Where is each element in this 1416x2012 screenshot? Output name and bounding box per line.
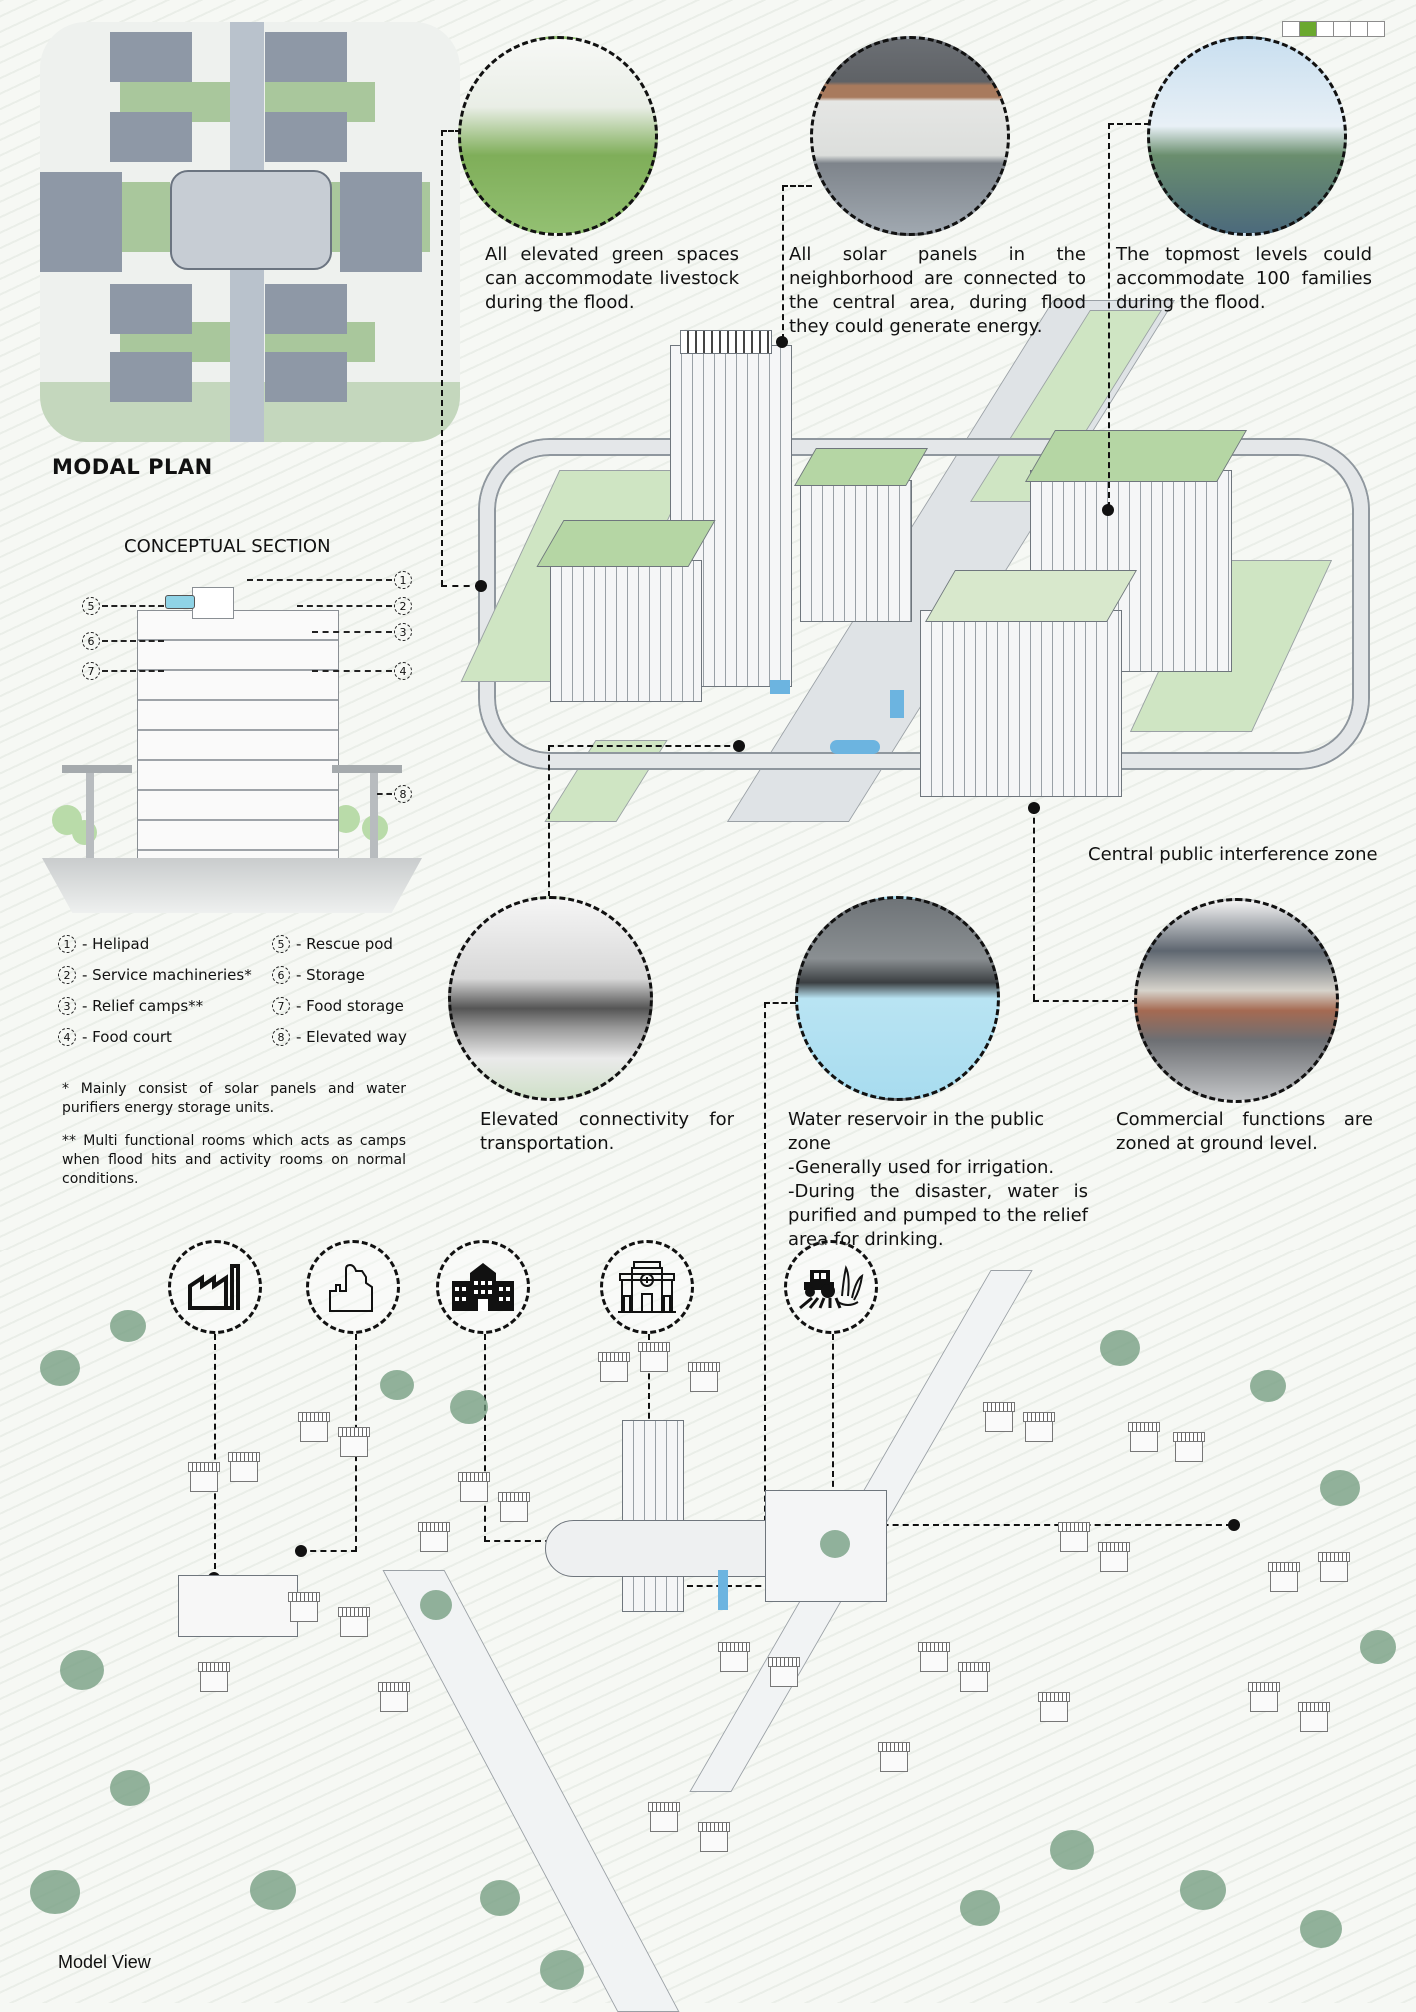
legend-num: 1 [58, 935, 76, 953]
plan-central-core [170, 170, 332, 270]
legend-num: 8 [272, 1028, 290, 1046]
legend-label: - Food storage [296, 997, 404, 1015]
caption-commercial: Commercial functions are zoned at ground… [1116, 1109, 1373, 1154]
section-ground [42, 858, 422, 913]
caption-topmost-levels: The topmost levels could accommodate 100… [1116, 244, 1372, 313]
reservoir-line-3: -During the disaster, water is purified … [788, 1181, 1088, 1250]
caption-elevated-connectivity: Elevated connectivity for transportation… [480, 1109, 734, 1154]
legend-num: 2 [58, 966, 76, 984]
note-asterisk: * Mainly consist of solar panels and wat… [62, 1081, 406, 1116]
refinery-icon [329, 1263, 373, 1312]
hospital-icon [618, 1261, 676, 1313]
callout-8: 8 [394, 785, 412, 803]
page-box-3[interactable] [1316, 21, 1334, 37]
caption-water-reservoir: Water reservoir in the public zone -Gene… [788, 1108, 1088, 1252]
school-icon-circle [436, 1240, 530, 1334]
legend-num: 6 [272, 966, 290, 984]
reservoir-line-2: -Generally used for irrigation. [788, 1157, 1055, 1178]
legend-num: 5 [272, 935, 290, 953]
page-indicator [1282, 21, 1385, 37]
page-box-5[interactable] [1350, 21, 1368, 37]
callout-2: 2 [394, 597, 412, 615]
page-box-2-active[interactable] [1299, 21, 1317, 37]
callout-5: 5 [82, 597, 100, 615]
reservoir-line-1: Water reservoir in the public zone [788, 1109, 1045, 1154]
modal-plan-drawing [40, 22, 460, 442]
water-channel [770, 680, 790, 694]
neighborhood-model [0, 1270, 1416, 2012]
legend-label: - Storage [296, 966, 365, 984]
factory-icon [188, 1264, 240, 1310]
central-zone-label: Central public interference zone [1088, 844, 1378, 865]
legend-label: - Food court [82, 1028, 172, 1046]
legend-num: 7 [272, 997, 290, 1015]
callout-1: 1 [394, 571, 412, 589]
conceptual-section-title: CONCEPTUAL SECTION [124, 536, 331, 557]
legend-label: - Elevated way [296, 1028, 407, 1046]
factory-icon-circle [168, 1240, 262, 1334]
elevated-road-image-circle [448, 896, 653, 1101]
helipad-tower [192, 587, 234, 619]
page-box-4[interactable] [1333, 21, 1351, 37]
legend-notes: * Mainly consist of solar panels and wat… [62, 1080, 406, 1203]
rescue-pod [165, 595, 195, 609]
rooftop-image-circle [1147, 36, 1347, 236]
commercial-block [920, 610, 1122, 797]
legend-label: - Rescue pod [296, 935, 393, 953]
central-isometric-model [460, 300, 1370, 822]
commercial-image-circle [1134, 898, 1339, 1103]
modal-plan-title: MODAL PLAN [52, 455, 213, 479]
livestock-image-circle [458, 36, 658, 236]
refinery-icon-circle [306, 1240, 400, 1334]
model-view-label: Model View [58, 1952, 151, 1972]
hospital-icon-circle [600, 1240, 694, 1334]
page-box-1[interactable] [1282, 21, 1300, 37]
agriculture-icon-circle [784, 1240, 878, 1334]
page-box-6[interactable] [1367, 21, 1385, 37]
callout-7: 7 [82, 662, 100, 680]
note-double-asterisk: ** Multi functional rooms which acts as … [62, 1133, 406, 1187]
solar-room-image-circle [810, 36, 1010, 236]
legend-label: - Service machineries* [82, 966, 252, 984]
caption-solar-panels: All solar panels in the neighborhood are… [789, 244, 1086, 337]
conceptual-section-drawing: 1 2 3 4 5 6 7 8 [42, 571, 422, 913]
tractor-wheat-icon [799, 1265, 864, 1310]
callout-4: 4 [394, 662, 412, 680]
legend-num: 4 [58, 1028, 76, 1046]
legend-label: - Helipad [82, 935, 150, 953]
water-reservoir-image-circle [795, 896, 1000, 1101]
callout-3: 3 [394, 623, 412, 641]
callout-6: 6 [82, 632, 100, 650]
neighborhood-tower [622, 1420, 684, 1612]
caption-green-spaces: All elevated green spaces can accommodat… [485, 244, 739, 313]
school-icon [452, 1263, 514, 1311]
legend-num: 3 [58, 997, 76, 1015]
legend-label: - Relief camps** [82, 997, 204, 1015]
